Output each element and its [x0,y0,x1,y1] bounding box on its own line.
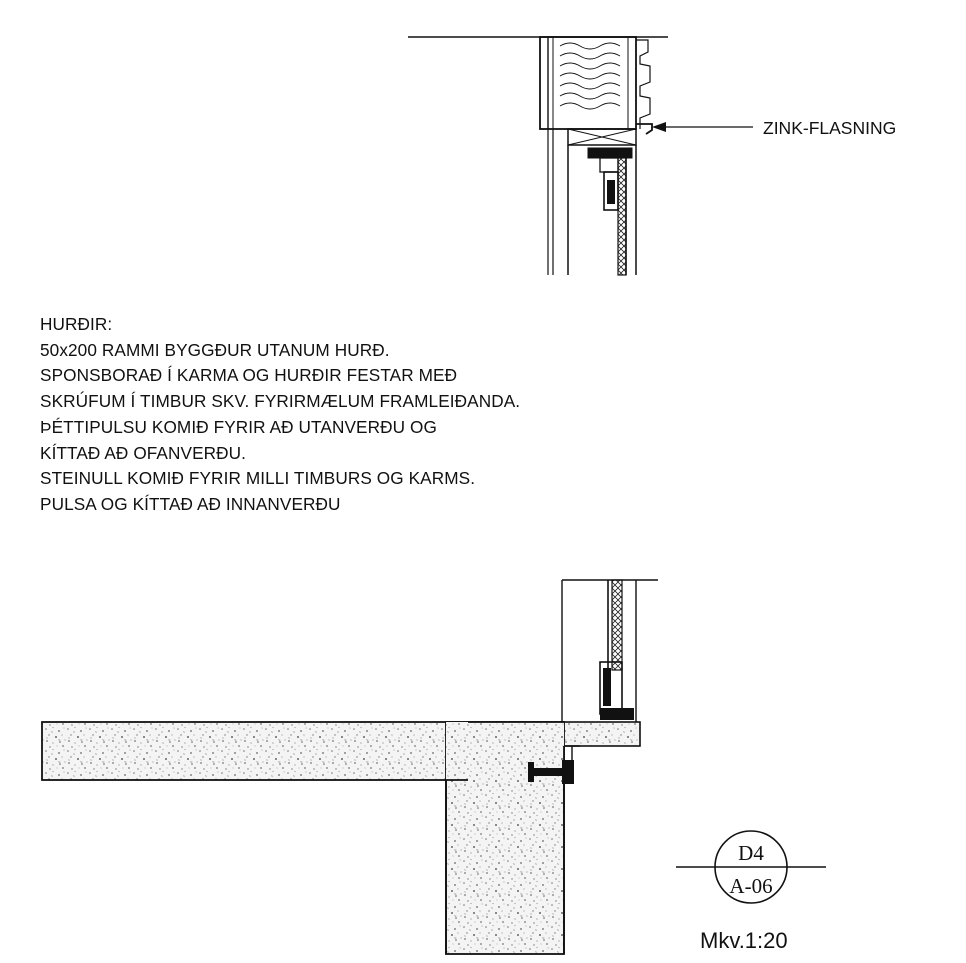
notes-line: ÞÉTTIPULSU KOMIÐ FYRIR AÐ UTANVERÐU OG [40,416,437,437]
notes-line: SKRÚFUM Í TIMBUR SKV. FYRIRMÆLUM FRAMLEI… [40,391,521,412]
zink-flasning-label: ZINK-FLASNING [763,118,897,138]
sheet-number: A-06 [729,874,772,898]
top-section-detail [408,36,668,276]
scale-label: Mkv.1:20 [700,928,788,953]
notes-line: KÍTTAÐ AÐ OFANVERÐU. [40,442,247,463]
door-notes: HURÐIR: 50x200 RAMMI BYGGÐUR UTANUM HURÐ… [40,312,520,518]
insulation-squiggles [559,42,621,110]
notes-line: STEINULL KOMIÐ FYRIR MILLI TIMBURS OG KA… [40,468,476,489]
zink-flasning-leader [652,122,753,132]
notes-line: SPONSBORAÐ Í KARMA OG HURÐIR FESTAR MEÐ [40,365,458,386]
detail-tag: D4 A-06 [676,830,826,904]
bottom-threshold-detail [41,579,658,955]
notes-line: PULSA OG KÍTTAÐ AÐ INNANVERÐU [40,493,341,514]
notes-line: 50x200 RAMMI BYGGÐUR UTANUM HURÐ. [40,339,390,360]
notes-heading: HURÐIR: [40,314,113,334]
detail-number: D4 [738,841,764,865]
